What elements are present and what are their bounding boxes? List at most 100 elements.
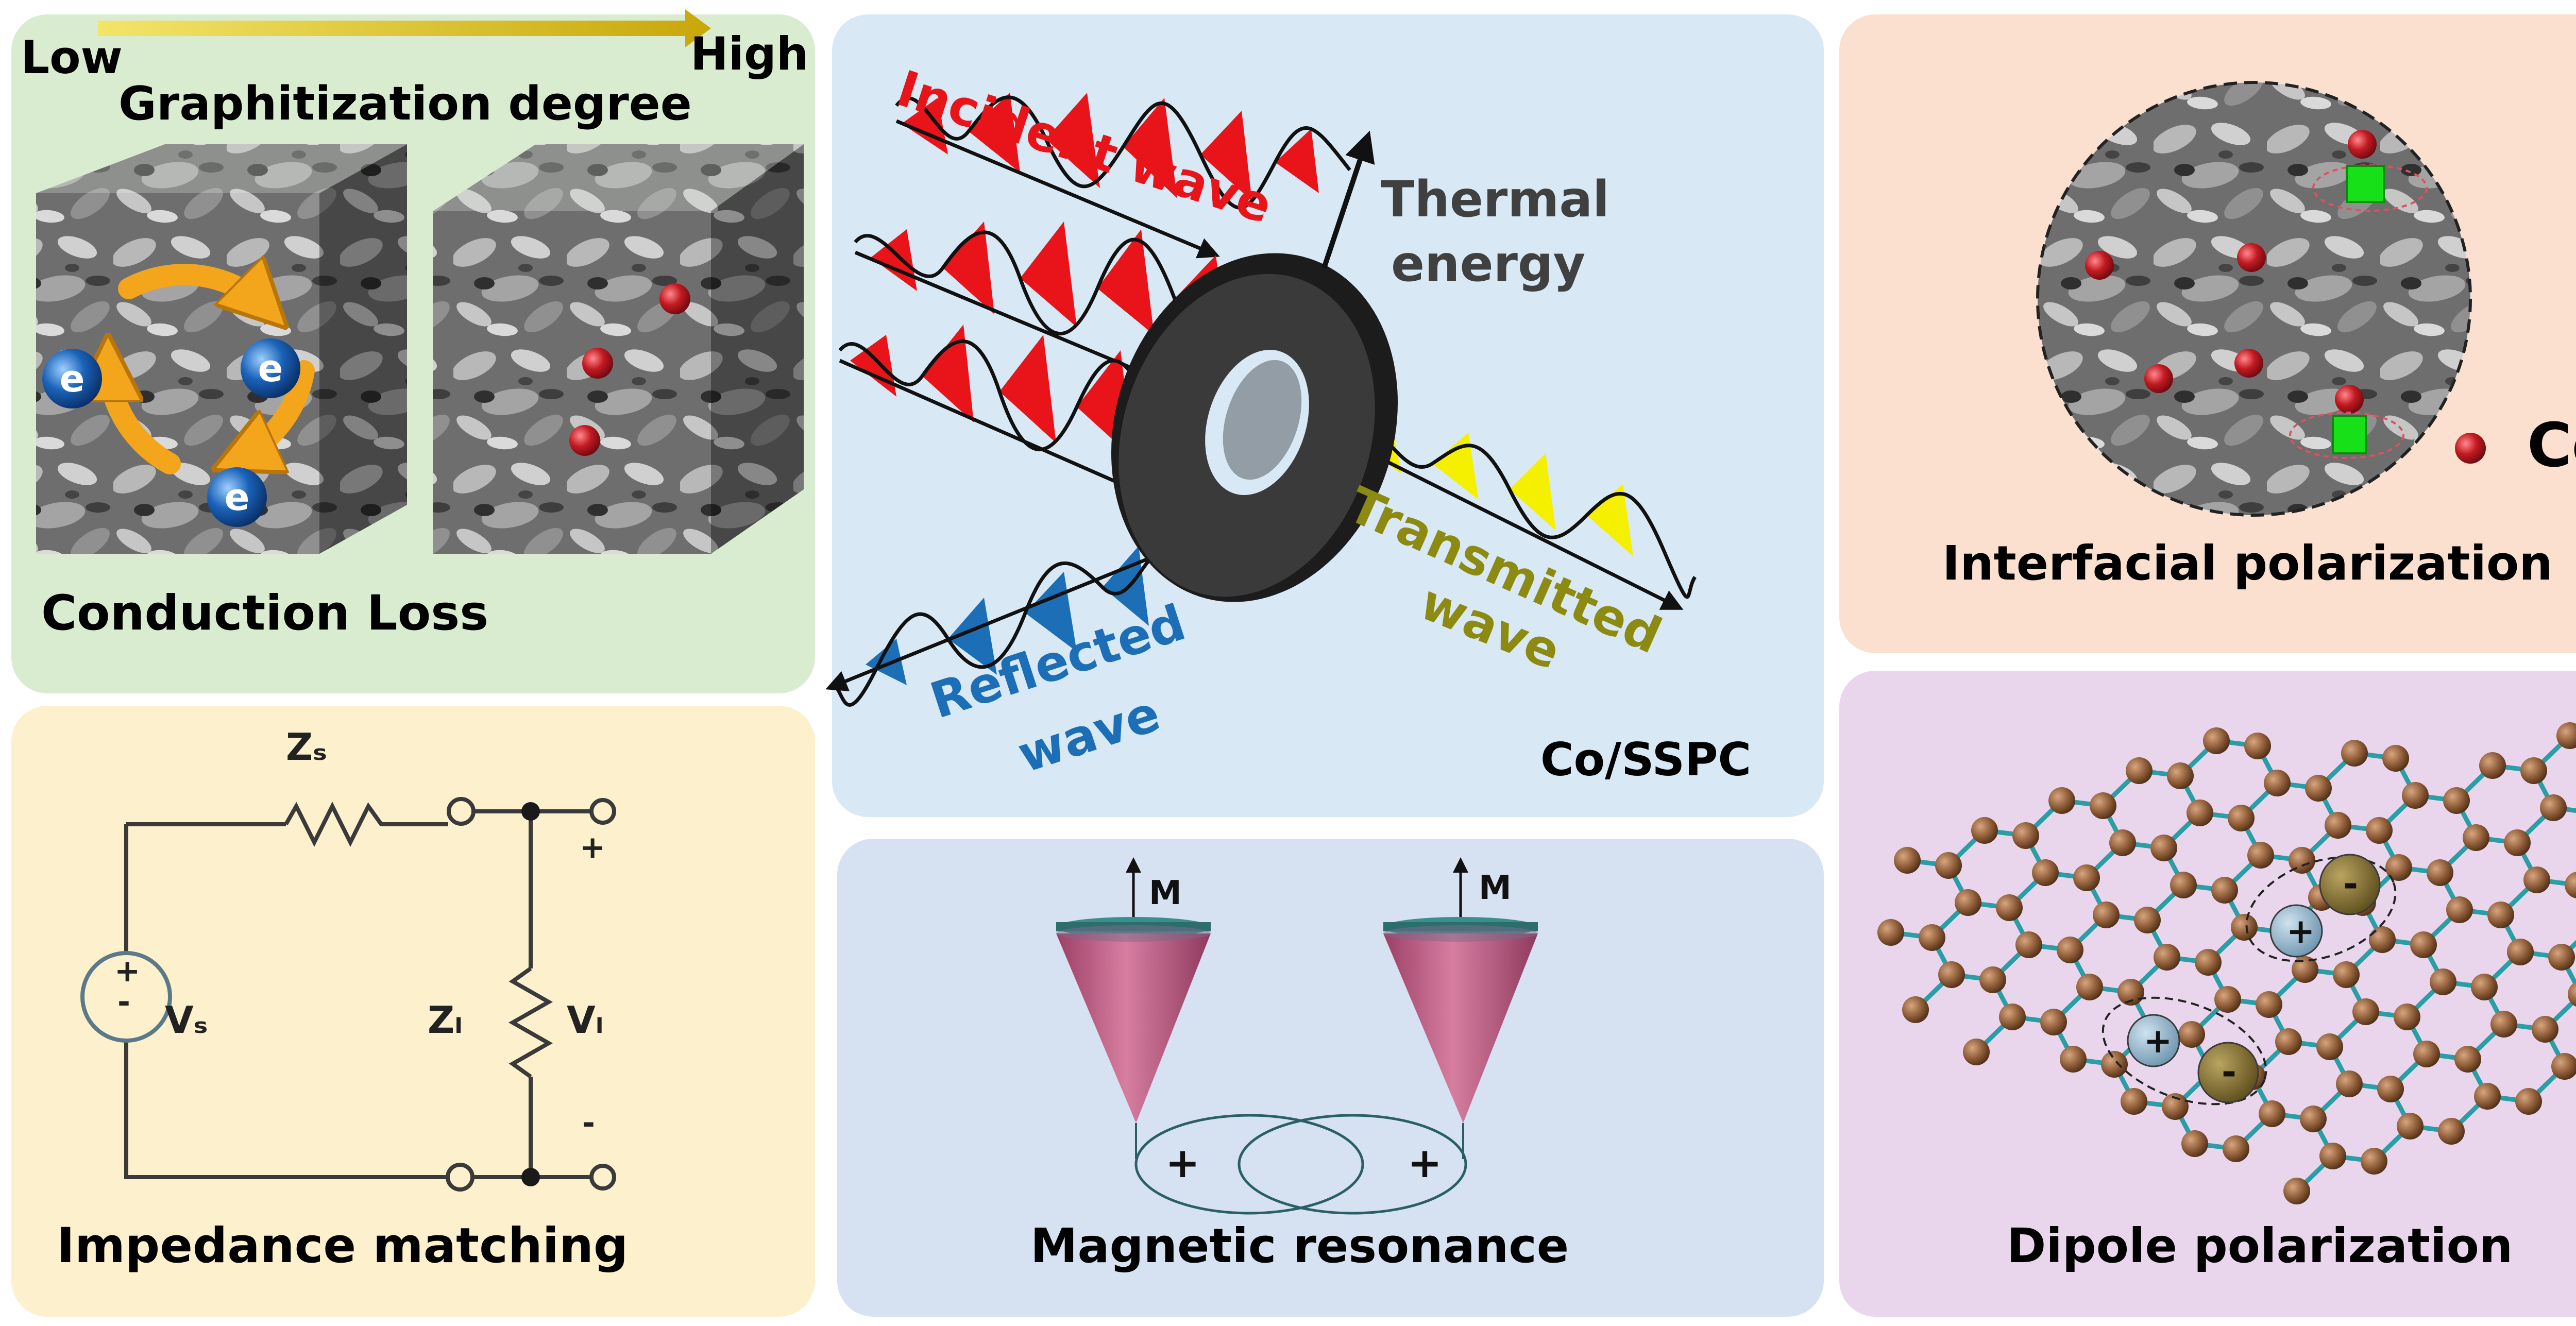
carbon-atom <box>1971 817 1998 844</box>
carbon-atom <box>2377 1076 2404 1102</box>
carbon-atom <box>2532 1016 2558 1043</box>
voltage-source <box>80 951 172 1043</box>
dipole-pair-1 <box>2245 854 2397 962</box>
terminal-minus: - <box>582 1105 595 1141</box>
carbon-atom <box>2117 979 2144 1006</box>
cobalt-particle <box>569 425 600 456</box>
carbon-atom <box>2507 939 2534 965</box>
carbon-atom <box>2548 944 2575 971</box>
cobalt-particle <box>2348 130 2377 159</box>
svg-text:e: e <box>225 475 250 519</box>
spin-cone-right <box>1383 857 1538 1123</box>
carbon-atom <box>2515 1088 2542 1115</box>
carbon-atom <box>2247 842 2274 869</box>
carbon-atom <box>1955 889 1981 916</box>
carbon-atom <box>2040 1009 2067 1035</box>
source-plus: + <box>114 953 140 989</box>
reflected-wave <box>825 546 1176 707</box>
carbon-atom <box>2012 822 2039 849</box>
impedance-circuit <box>124 797 616 1192</box>
carbon-atom <box>2305 775 2332 802</box>
cobalt-particle <box>2335 385 2364 414</box>
carbon-atom <box>1894 847 1921 874</box>
carbon-atom <box>2454 1046 2481 1073</box>
moment-label-left: M <box>1149 874 1182 912</box>
carbon-atom <box>2289 847 2315 874</box>
electron-hopping-arrows <box>108 275 315 464</box>
carbon-atom <box>2154 944 2180 971</box>
carbon-atom <box>2170 872 2197 898</box>
spin-cone-left <box>1056 857 1211 1123</box>
carbon-atom <box>2319 1143 2346 1169</box>
carbon-atom <box>2427 859 2453 886</box>
carbon-atom <box>2093 902 2120 928</box>
dipole-polarization-title: Dipole polarization <box>2007 1218 2513 1273</box>
carbon-atom <box>2402 782 2429 809</box>
carbon-atom <box>2551 1053 2576 1080</box>
carbon-atom <box>2361 1148 2387 1175</box>
carbon-atom <box>2556 722 2576 749</box>
carbon-atom <box>2504 829 2531 856</box>
carbon-atom <box>2231 914 2258 941</box>
dipole-minus-1: - <box>2343 863 2358 905</box>
carbon-atom <box>2325 812 2351 839</box>
carbon-atom <box>2275 1028 2302 1055</box>
carbon-atom <box>2316 1033 2343 1060</box>
carbon-atom <box>2300 1106 2327 1132</box>
carbon-atom <box>2523 866 2550 893</box>
coupling-loop-right <box>1238 1114 1467 1215</box>
source-minus: - <box>117 984 130 1020</box>
vs-label: Vₛ <box>165 998 208 1042</box>
cobalt-particle <box>2144 364 2173 393</box>
carbon-atom <box>2369 926 2396 953</box>
cobalt-particle <box>582 348 613 379</box>
carbon-atom <box>1919 924 1945 951</box>
carbon-atom <box>2244 733 2271 759</box>
interface-charge-1 <box>2312 164 2428 212</box>
carbon-atom <box>1902 996 1929 1023</box>
carbon-atom <box>2134 907 2161 933</box>
graphitization-label: Graphitization degree <box>118 77 692 131</box>
cobalt-particle <box>2237 243 2266 272</box>
carbon-atom <box>1979 966 2006 993</box>
carbon-atom <box>1935 852 1962 879</box>
magnetic-resonance-title: Magnetic resonance <box>1030 1218 1569 1273</box>
carbon-atom <box>1999 1004 2026 1030</box>
carbon-atom <box>2446 896 2473 923</box>
carbon-atom <box>2101 1051 2128 1078</box>
carbon-atom <box>2203 727 2230 754</box>
carbon-atom <box>2032 859 2059 886</box>
carbon-atom <box>2060 1046 2087 1073</box>
carbon-atom <box>2167 762 2194 789</box>
junction-node <box>521 1168 540 1186</box>
coupling-loop-left <box>1134 1114 1364 1215</box>
carbon-atom <box>1877 919 1904 946</box>
carbon-atom <box>1963 1039 1990 1065</box>
carbon-atom <box>1938 961 1965 988</box>
carbon-atom <box>2178 1021 2205 1048</box>
carbon-atom <box>2394 1004 2420 1030</box>
thermal-energy-arrow <box>1321 130 1375 269</box>
carbon-atom <box>2015 931 2042 958</box>
carbon-atom <box>2162 1093 2189 1120</box>
carbon-atom <box>2048 787 2075 814</box>
thermal-label-line2: energy <box>1391 235 1585 293</box>
carbon-atom <box>2382 745 2409 772</box>
carbon-atom <box>2410 931 2437 958</box>
carbon-atom <box>1996 894 2023 921</box>
vl-label: Vₗ <box>567 998 604 1042</box>
carbon-atom <box>2109 829 2136 856</box>
carbon-atom <box>2352 998 2379 1025</box>
loop-plus-right: + <box>1408 1139 1442 1187</box>
dipole-plus-2: + <box>2144 1021 2172 1061</box>
carbon-atom <box>2413 1041 2440 1067</box>
cobalt-particle <box>2234 349 2263 378</box>
carbon-atom <box>2256 991 2282 1018</box>
zs-label: Zₛ <box>286 725 327 769</box>
thermal-label-line1: Thermal <box>1381 171 1609 228</box>
carbon-atom <box>2479 752 2506 779</box>
dipole-pair-2 <box>2102 996 2267 1106</box>
carbon-atom <box>2474 1083 2501 1110</box>
svg-text:e: e <box>258 347 283 390</box>
